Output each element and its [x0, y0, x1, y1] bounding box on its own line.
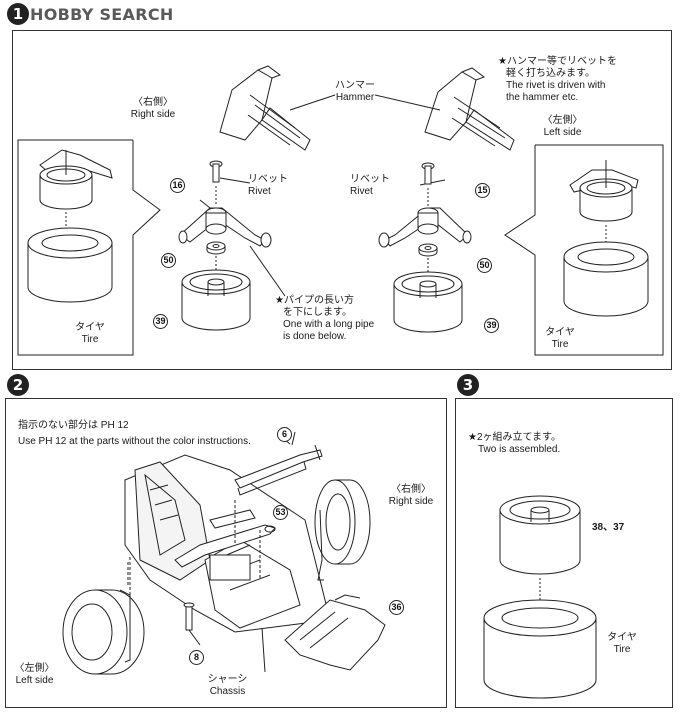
rivet-left-ja: リベット	[248, 174, 288, 185]
right-wheel-39	[393, 271, 463, 333]
part-number-16: 16	[170, 178, 185, 193]
pipe-note-en-1: One with a long pipe	[283, 319, 375, 330]
step-1-tire-left-label: タイヤ Tire	[70, 322, 110, 346]
hammer-note-en-2: the hammer etc.	[506, 92, 579, 103]
part-number-53: 53	[273, 505, 288, 520]
step-3-tire-label: タイヤ Tire	[602, 632, 642, 656]
part-number-50-left: 50	[161, 253, 176, 268]
hobby-search-logo: HOBBY SEARCH	[30, 5, 174, 24]
step-2-right-side-ja: 〈右側〉	[391, 484, 431, 495]
part-number-6: 6	[277, 427, 292, 442]
hammer-note-ja-1: ★ハンマー等でリベットを	[498, 56, 617, 67]
part-6-bar	[234, 431, 323, 496]
part-number-50-right: 50	[477, 258, 492, 273]
step-2-instruction-ja: 指示のない部分は PH 12	[18, 420, 129, 431]
pipe-note-en-2: is done below.	[283, 331, 347, 342]
step-2-right-wheel	[314, 479, 371, 581]
step-1-hammer-label: ハンマー Hammer	[330, 80, 380, 104]
step-1-left-side-label: 〈左側〉 Left side	[530, 115, 595, 139]
step-1-right-side-label: 〈右側〉 Right side	[118, 97, 188, 121]
step-3-tire-ja: タイヤ	[607, 632, 637, 643]
step-1-panel	[12, 30, 672, 370]
rivet-right-ja: リベット	[350, 174, 390, 185]
tire-left-en: Tire	[81, 334, 99, 345]
hammer-note-en-1: The rivet is driven with	[506, 80, 606, 91]
rivet-right-en: Rivet	[350, 186, 373, 197]
step-3-wheel	[499, 495, 581, 575]
part-number-15: 15	[475, 183, 490, 198]
part-53-arm	[174, 509, 276, 568]
step-2-left-side-label: 〈左側〉 Left side	[7, 663, 62, 687]
left-side-ja: 〈左側〉	[542, 115, 583, 126]
left-wheel-39	[181, 269, 251, 331]
step-3-note-ja: ★2ヶ組み立てます。	[468, 432, 562, 443]
right-inset-box	[504, 144, 664, 356]
right-rivet	[421, 162, 435, 206]
left-hammer-drawing	[219, 65, 311, 151]
part-number-8: 8	[189, 650, 204, 665]
tire-left-ja: タイヤ	[75, 322, 105, 333]
tire-right-en: Tire	[551, 339, 569, 350]
part-number-39-right: 39	[484, 318, 499, 333]
step-3-note: ★2ヶ組み立てます。 Two is assembled.	[468, 432, 561, 456]
right-hammer-drawing	[424, 67, 515, 151]
step-1-badge: 1	[7, 3, 29, 25]
left-washer-50	[206, 241, 226, 255]
pipe-note-ja-1: ★パイプの長い方	[275, 295, 354, 306]
hammer-note-ja-2: 軽く打ち込みます。	[506, 68, 595, 79]
left-side-en: Left side	[543, 127, 582, 138]
step-2-left-side-en: Left side	[15, 675, 54, 686]
right-side-en: Right side	[130, 109, 176, 120]
step-1-rivet-right-label: リベット Rivet	[350, 174, 390, 198]
step-3-badge: 3	[457, 374, 479, 396]
step-3-tire-en: Tire	[613, 644, 631, 655]
step-2-instruction: 指示のない部分は PH 12 Use PH 12 at the parts wi…	[18, 420, 251, 448]
left-inset-tire	[27, 227, 113, 303]
step-3-panel	[455, 398, 673, 708]
step-3-note-en: Two is assembled.	[478, 444, 561, 455]
step-2-left-side-ja: 〈左側〉	[14, 663, 55, 674]
part-36-bumper	[284, 594, 386, 671]
pipe-note-ja-2: を下にします。	[283, 307, 352, 318]
part-number-36: 36	[389, 600, 404, 615]
step-1-rivet-left-label: リベット Rivet	[248, 174, 288, 198]
step-2-badge: 2	[7, 374, 29, 396]
chassis-label-en: Chassis	[209, 686, 246, 697]
left-inset-box	[17, 139, 161, 356]
step-2-right-side-label: 〈右側〉 Right side	[380, 484, 442, 508]
step-3-tire	[483, 599, 597, 699]
step-1-tire-right-label: タイヤ Tire	[540, 327, 580, 351]
right-axle-part-15	[378, 207, 472, 248]
chassis-label-ja: シャーシ	[207, 674, 248, 685]
step-2-left-wheel	[62, 555, 145, 675]
right-washer-50	[418, 243, 438, 257]
hammer-label-ja: ハンマー	[335, 80, 375, 91]
step-1-pipe-note: ★パイプの長い方 を下にします。 One with a long pipe is…	[275, 295, 374, 343]
right-inset-tire	[563, 241, 649, 317]
step-2-right-side-en: Right side	[388, 496, 434, 507]
left-rivet	[209, 160, 223, 204]
step-3-parts-label: 38、37	[592, 522, 625, 533]
hammer-label-en: Hammer	[335, 92, 375, 103]
rivet-left-en: Rivet	[248, 186, 271, 197]
part-number-39-left: 39	[153, 314, 168, 329]
step-1-hammer-note: ★ハンマー等でリベットを 軽く打ち込みます。 The rivet is driv…	[498, 56, 617, 104]
right-inset-wheel	[569, 160, 639, 257]
left-inset-wheel	[39, 149, 113, 250]
part-8-post	[183, 602, 201, 646]
left-axle-part-16	[178, 199, 272, 248]
right-side-ja: 〈右側〉	[133, 97, 173, 108]
step-2-instruction-en: Use PH 12 at the parts without the color…	[18, 436, 251, 447]
tire-right-ja: タイヤ	[545, 327, 575, 338]
step-2-chassis-label: シャーシ Chassis	[200, 674, 255, 698]
